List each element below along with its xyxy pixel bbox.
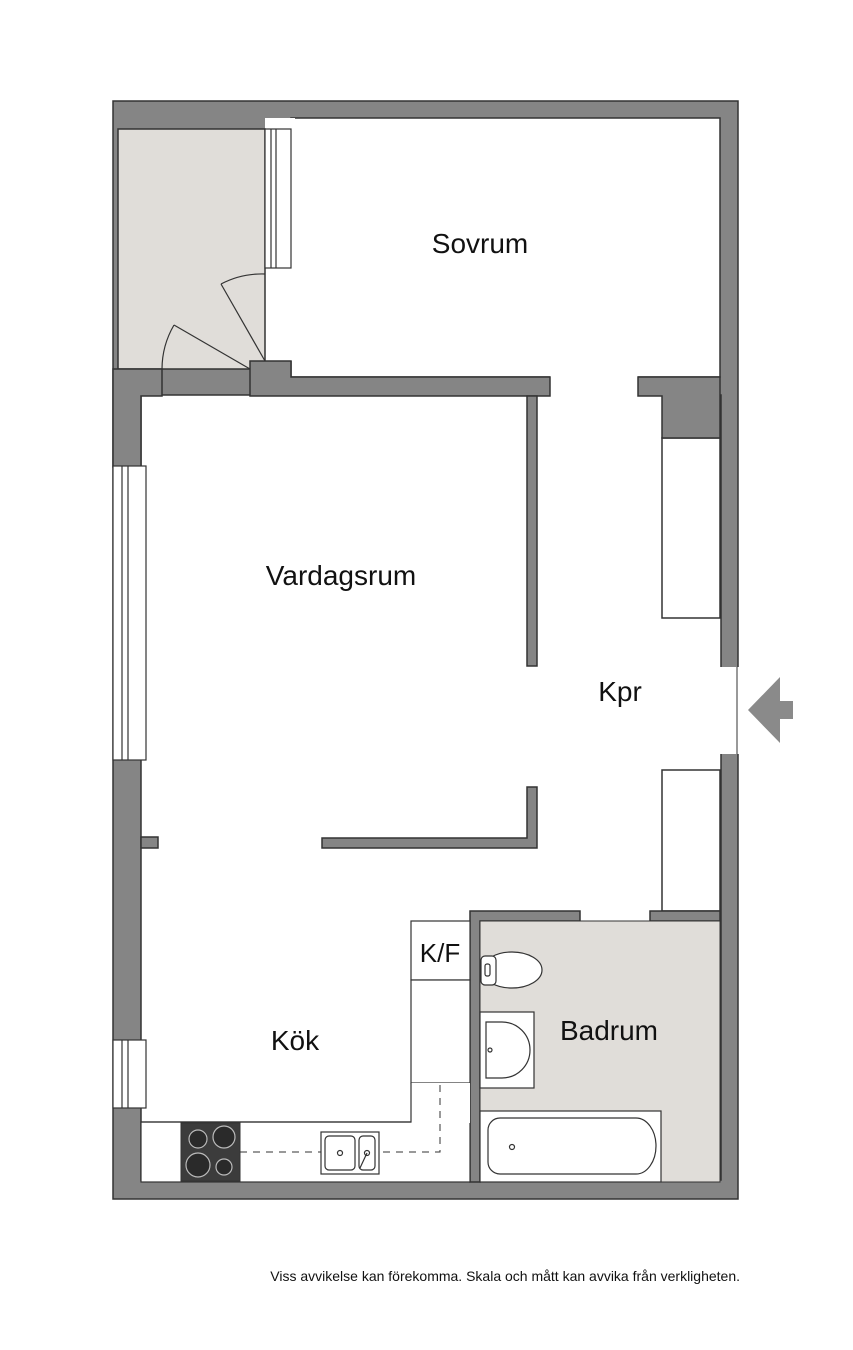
room-label-kok: Kök [271, 1025, 320, 1056]
balcony-floor [117, 128, 266, 370]
room-label-vardagsrum: Vardagsrum [266, 560, 416, 591]
stove-icon [180, 1122, 241, 1182]
entrance-arrow-icon [748, 677, 793, 743]
room-label-badrum: Badrum [560, 1015, 658, 1046]
disclaimer-text: Viss avvikelse kan förekomma. Skala och … [270, 1268, 740, 1284]
wash-basin-icon [479, 1011, 535, 1089]
bathtub-icon [479, 1110, 662, 1183]
room-label-sovrum: Sovrum [432, 228, 528, 259]
toilet-icon [480, 951, 543, 989]
doors [161, 273, 266, 370]
room-label-kpr: Kpr [598, 676, 642, 707]
entrance-opening [719, 667, 739, 754]
counter-edge [141, 1083, 412, 1123]
room-label-kf: K/F [420, 938, 460, 968]
kitchen-sink-icon [320, 1131, 380, 1175]
upper-cabinets-line [240, 1083, 441, 1153]
windows [112, 128, 292, 1109]
